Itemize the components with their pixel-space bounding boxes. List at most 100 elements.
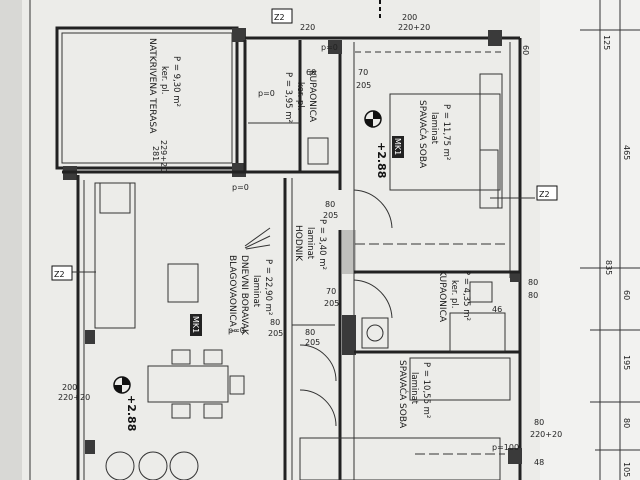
svg-text:laminat: laminat	[429, 112, 439, 145]
svg-text:465: 465	[622, 145, 631, 160]
svg-text:P = 10,55 m²: P = 10,55 m²	[421, 362, 431, 418]
z2-tag-right: Z2	[490, 185, 558, 201]
door-swings	[292, 189, 393, 427]
svg-text:NATKRIVENA TERASA: NATKRIVENA TERASA	[147, 38, 157, 134]
svg-text:p=0: p=0	[321, 43, 338, 52]
svg-text:SPAVAĆA SOBA: SPAVAĆA SOBA	[397, 360, 409, 429]
svg-text:Z2: Z2	[54, 270, 65, 279]
svg-text:80: 80	[534, 418, 544, 427]
svg-text:220+20: 220+20	[530, 430, 562, 439]
dim-60-right: 60	[521, 45, 530, 55]
z2-tag-top: Z2	[271, 8, 293, 24]
room-living: BLAGOVAONICA i DNEVNI BORAVAK laminat P …	[227, 255, 273, 336]
svg-text:p=0: p=0	[258, 89, 275, 98]
ruler-105: 105	[622, 462, 631, 477]
svg-text:281: 281	[151, 146, 160, 161]
furniture	[94, 51, 511, 480]
svg-text:200: 200	[62, 383, 77, 392]
svg-text:KUPAONICA: KUPAONICA	[307, 70, 317, 123]
svg-text:835: 835	[604, 260, 613, 275]
svg-text:p=0: p=0	[232, 183, 249, 192]
ruler-80: 80	[622, 418, 631, 428]
svg-text:195: 195	[622, 355, 631, 370]
left-shadow	[0, 0, 22, 480]
svg-text:P = 3,95 m²: P = 3,95 m²	[283, 72, 293, 123]
svg-text:P = 4,35 m²: P = 4,35 m²	[461, 270, 471, 321]
exterior-walls	[62, 30, 522, 480]
room-bedroom-2: SPAVAĆA SOBA laminat P = 10,55 m²	[397, 360, 431, 429]
svg-text:125: 125	[602, 35, 611, 50]
svg-text:205: 205	[305, 338, 320, 347]
svg-text:205: 205	[323, 211, 338, 220]
svg-text:60: 60	[521, 45, 530, 55]
svg-text:BLAGOVAONICA i: BLAGOVAONICA i	[227, 255, 237, 332]
svg-text:205: 205	[324, 299, 339, 308]
svg-text:ker. pl.: ker. pl.	[295, 82, 305, 110]
level-b: +2.88	[125, 395, 138, 431]
svg-text:229+20: 229+20	[159, 140, 168, 172]
paper-margin	[540, 0, 640, 480]
svg-text:Z2: Z2	[274, 13, 285, 22]
right-rulers	[379, 0, 640, 480]
svg-text:205: 205	[356, 81, 371, 90]
mk1-tag-b: MK1	[190, 314, 202, 336]
svg-text:P = 22,90 m²: P = 22,90 m²	[263, 259, 273, 315]
svg-text:Z2: Z2	[539, 190, 550, 199]
svg-text:70: 70	[326, 287, 336, 296]
svg-text:48: 48	[534, 458, 544, 467]
room-bathroom-1: KUPAONICA ker. pl. P = 3,95 m²	[283, 70, 317, 123]
svg-text:200: 200	[402, 13, 417, 22]
level-a: +2.88	[375, 142, 388, 178]
svg-text:p=0: p=0	[228, 326, 245, 335]
z2-tag-left: Z2	[51, 265, 96, 281]
room-bedroom-1: SPAVAĆA SOBA laminat P = 11,75 m²	[417, 100, 451, 169]
ruler-835: 835	[604, 260, 613, 275]
ruler-125: 125	[602, 35, 611, 50]
svg-text:220+20: 220+20	[58, 393, 90, 402]
room-bathroom-2: KUPAONICA ker. pl. P = 4,35 m²	[437, 270, 471, 323]
svg-text:60: 60	[306, 68, 316, 77]
svg-text:MK1: MK1	[393, 138, 402, 155]
svg-text:46: 46	[492, 305, 502, 314]
svg-text:80: 80	[325, 200, 335, 209]
svg-text:80: 80	[622, 418, 631, 428]
svg-text:205: 205	[268, 329, 283, 338]
svg-text:+2.88: +2.88	[125, 395, 138, 431]
svg-text:P = 9,30 m²: P = 9,30 m²	[171, 56, 181, 107]
svg-text:p=100: p=100	[492, 443, 519, 452]
svg-text:70: 70	[358, 68, 368, 77]
svg-text:SPAVAĆA SOBA: SPAVAĆA SOBA	[417, 100, 429, 169]
svg-text:220: 220	[300, 23, 315, 32]
room-terrace: NATKRIVENA TERASA ker. pl. P = 9,30 m²	[147, 38, 181, 134]
svg-text:KUPAONICA: KUPAONICA	[437, 270, 447, 323]
svg-text:+2.88: +2.88	[375, 142, 388, 178]
svg-text:220+20: 220+20	[398, 23, 430, 32]
svg-text:P = 11,75 m²: P = 11,75 m²	[441, 104, 451, 160]
svg-text:80: 80	[528, 278, 538, 287]
svg-text:ker. pl.: ker. pl.	[159, 66, 169, 94]
svg-text:80: 80	[528, 291, 538, 300]
svg-text:80: 80	[270, 318, 280, 327]
ruler-195: 195	[622, 355, 631, 370]
dimension-labels: p=0 p=0 p=0 p=0 60 220 200 220+20 70 205…	[58, 13, 562, 467]
svg-text:laminat: laminat	[305, 227, 315, 260]
mk1-tag-a: MK1	[392, 136, 404, 158]
svg-text:80: 80	[305, 328, 315, 337]
svg-text:60: 60	[622, 290, 631, 300]
ruler-60: 60	[622, 290, 631, 300]
svg-text:P = 3,40 m²: P = 3,40 m²	[317, 219, 327, 270]
svg-text:ker. pl.: ker. pl.	[449, 280, 459, 308]
svg-text:DNEVNI BORAVAK: DNEVNI BORAVAK	[239, 255, 249, 336]
svg-text:HODNIK: HODNIK	[293, 225, 303, 262]
svg-text:MK1: MK1	[191, 316, 200, 333]
svg-text:105: 105	[622, 462, 631, 477]
svg-text:laminat: laminat	[409, 372, 419, 405]
room-hallway: HODNIK laminat P = 3,40 m²	[293, 219, 327, 270]
svg-text:laminat: laminat	[251, 275, 261, 308]
level-marker-icon	[113, 110, 382, 394]
dim-terrace: 281 229+20	[151, 140, 168, 172]
ruler-465: 465	[622, 145, 631, 160]
interior-walls	[243, 40, 520, 480]
